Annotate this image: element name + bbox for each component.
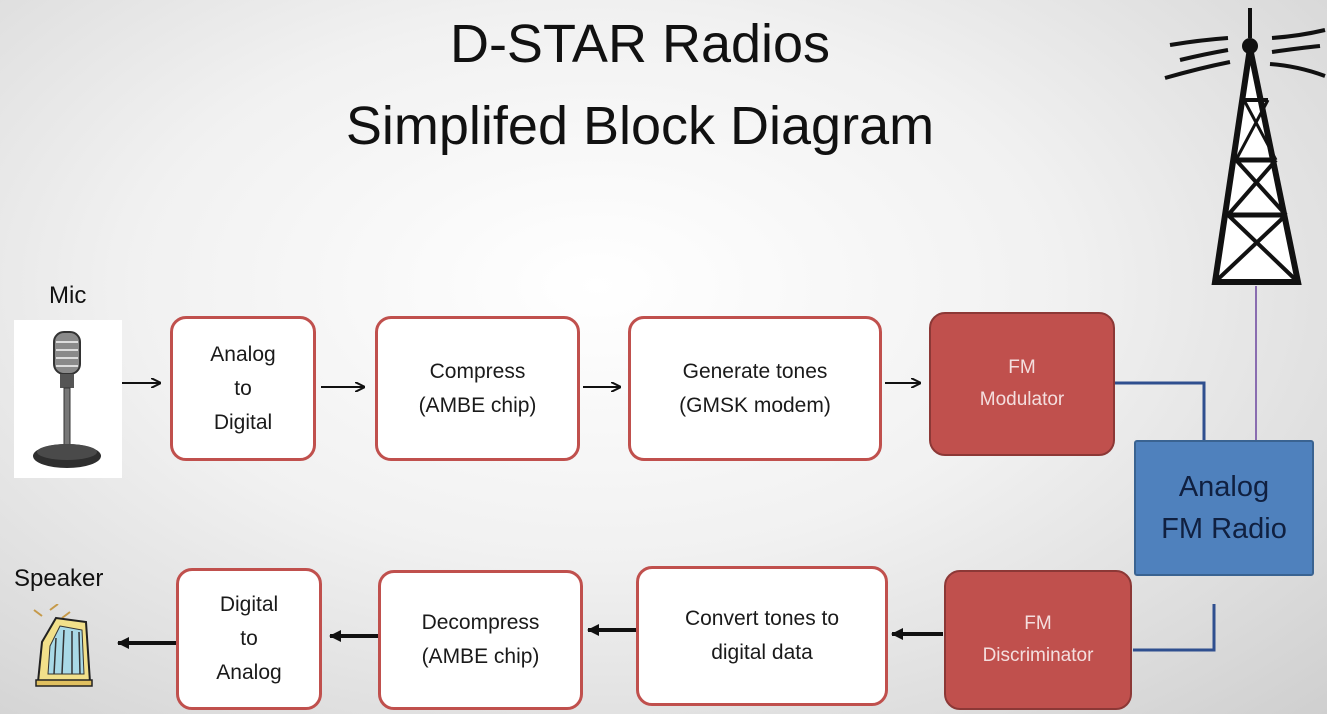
convert-tones-line2: digital data bbox=[711, 641, 813, 664]
digital-to-analog-line1: Digital bbox=[219, 593, 279, 616]
compress-line1: Compress bbox=[429, 359, 526, 383]
radio-line1: Analog bbox=[1178, 471, 1270, 503]
fm-modulator-line2: Modulator bbox=[979, 389, 1065, 410]
decompress-block: Decompress (AMBE chip) bbox=[378, 570, 583, 710]
fm-discriminator-line2: Discriminator bbox=[982, 645, 1094, 666]
wire-modulator-to-radio bbox=[1114, 381, 1206, 440]
generate-tones-line1: Generate tones bbox=[682, 359, 828, 383]
diagram-title: D-STAR Radios bbox=[449, 14, 831, 74]
radio-line2: FM Radio bbox=[1161, 513, 1287, 545]
compress-block: Compress (AMBE chip) bbox=[375, 316, 580, 461]
fm-modulator-block: FM Modulator bbox=[929, 312, 1115, 456]
analog-to-digital-line1: Analog bbox=[210, 342, 276, 366]
mic-label: Mic bbox=[49, 282, 87, 309]
fm-discriminator-block: FM Discriminator bbox=[944, 570, 1132, 710]
fm-modulator-line1: FM bbox=[1008, 357, 1036, 378]
convert-tones-line1: Convert tones to bbox=[684, 607, 840, 630]
analog-to-digital-line2: to bbox=[234, 376, 252, 400]
analog-to-digital-block: Analog to Digital bbox=[170, 316, 316, 461]
generate-tones-block: Generate tones (GMSK modem) bbox=[628, 316, 882, 461]
analog-to-digital-line3: Digital bbox=[213, 410, 273, 434]
radio-tower-icon bbox=[1164, 8, 1326, 285]
digital-to-analog-line3: Analog bbox=[216, 661, 282, 684]
convert-tones-block: Convert tones to digital data bbox=[636, 566, 888, 706]
diagram-subtitle: Simplifed Block Diagram bbox=[345, 96, 935, 156]
digital-to-analog-line2: to bbox=[240, 627, 258, 650]
decompress-line1: Decompress bbox=[421, 611, 540, 634]
speaker-icon bbox=[28, 603, 108, 688]
microphone-icon bbox=[14, 320, 122, 478]
digital-to-analog-block: Digital to Analog bbox=[176, 568, 322, 710]
speaker-label: Speaker bbox=[14, 565, 104, 592]
generate-tones-line2: (GMSK modem) bbox=[679, 393, 831, 417]
wire-radio-to-discriminator bbox=[1133, 604, 1216, 652]
decompress-line2: (AMBE chip) bbox=[421, 645, 540, 668]
fm-discriminator-line1: FM bbox=[1024, 613, 1052, 634]
compress-line2: (AMBE chip) bbox=[418, 393, 537, 417]
analog-fm-radio-block: Analog FM Radio bbox=[1134, 440, 1314, 576]
